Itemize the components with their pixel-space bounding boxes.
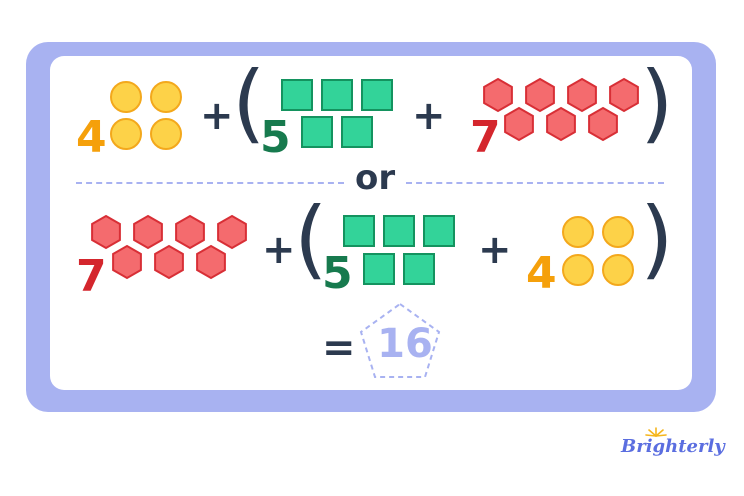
hexagon-tile	[175, 214, 205, 250]
row1-plus-1: +	[200, 93, 234, 139]
square-block	[423, 215, 455, 247]
square-block	[363, 253, 395, 285]
hexagon-tile	[588, 106, 618, 142]
square-block	[301, 116, 333, 148]
row1-open-paren: (	[232, 53, 266, 153]
hexagons-group-row2	[91, 214, 247, 280]
circle-counter	[110, 118, 142, 150]
divider-right	[406, 182, 664, 184]
row2-plus-2: +	[478, 227, 512, 273]
hexagon-tile	[154, 244, 184, 280]
square-block	[281, 79, 313, 111]
hexagon-tile	[546, 106, 576, 142]
hexagon-tile	[504, 106, 534, 142]
result-pentagon	[359, 302, 441, 378]
divider-left	[76, 182, 344, 184]
circle-counter	[150, 81, 182, 113]
result-value: 16	[377, 321, 433, 367]
square-block	[321, 79, 353, 111]
circle-counter	[150, 118, 182, 150]
circles-group-row1	[110, 81, 182, 150]
square-block	[343, 215, 375, 247]
hexagon-tile	[133, 214, 163, 250]
circle-counter	[562, 254, 594, 286]
row1-first-number: 4	[76, 112, 107, 163]
circle-counter	[110, 81, 142, 113]
square-block	[341, 116, 373, 148]
row1-close-paren: )	[640, 53, 674, 153]
square-block	[361, 79, 393, 111]
equals-sign: =	[322, 325, 356, 371]
hexagon-tile	[112, 244, 142, 280]
row2-third-number: 4	[526, 248, 557, 299]
circle-counter	[602, 216, 634, 248]
circle-counter	[602, 254, 634, 286]
hexagons-group-row1	[483, 77, 639, 142]
hexagon-tile	[483, 77, 513, 113]
squares-group-row2	[343, 215, 455, 285]
square-block	[403, 253, 435, 285]
hexagon-tile	[567, 77, 597, 113]
hexagon-tile	[217, 214, 247, 250]
row2-plus-1: +	[262, 227, 296, 273]
hexagon-tile	[525, 77, 555, 113]
square-block	[383, 215, 415, 247]
circles-group-row2	[562, 216, 634, 286]
sun-icon	[645, 427, 667, 437]
brand-logo: Brighterly	[621, 436, 725, 457]
circle-counter	[562, 216, 594, 248]
hexagon-tile	[91, 214, 121, 250]
row1-plus-2: +	[412, 93, 446, 139]
row2-close-paren: )	[640, 189, 674, 289]
row2-first-number: 7	[76, 251, 107, 302]
or-label: or	[355, 158, 396, 198]
row1-third-number: 7	[470, 112, 501, 163]
hexagon-tile	[196, 244, 226, 280]
row2-open-paren: (	[294, 189, 328, 289]
hexagon-tile	[609, 77, 639, 113]
row2-second-number: 5	[322, 248, 353, 299]
row1-second-number: 5	[260, 112, 291, 163]
squares-group-row1	[281, 79, 393, 148]
